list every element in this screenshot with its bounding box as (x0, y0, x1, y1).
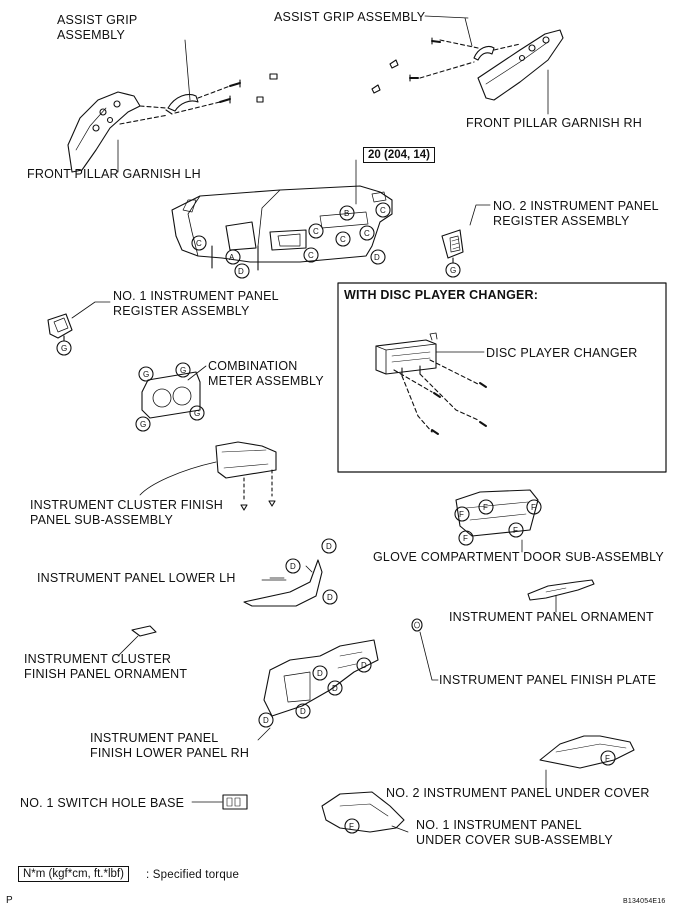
assist-grip-lh-part (119, 39, 278, 125)
clip-f: F (483, 503, 489, 512)
no2-register-part (441, 204, 491, 278)
clip-f: F (513, 526, 519, 535)
clip-g: G (61, 344, 68, 353)
clip-b: B (344, 209, 350, 218)
label-finish-plate: INSTRUMENT PANEL FINISH PLATE (439, 673, 657, 687)
clip-c: C (313, 227, 319, 236)
clip-d: D (332, 684, 338, 693)
label-no1-under-cover: NO. 1 INSTRUMENT PANEL UNDER COVER SUB-A… (416, 818, 613, 847)
clip-d: D (238, 267, 244, 276)
label-no1-register: NO. 1 INSTRUMENT PANEL REGISTER ASSEMBLY (113, 289, 279, 318)
switch-hole-base-part (191, 794, 248, 810)
clip-g: G (143, 370, 150, 379)
label-combination-meter: COMBINATION METER ASSEMBLY (208, 359, 324, 388)
clip-d: D (263, 716, 269, 725)
clip-g: G (180, 366, 187, 375)
disc-box-title: WITH DISC PLAYER CHANGER: (344, 288, 539, 302)
legend-text: : Specified torque (146, 869, 240, 881)
label-panel-ornament: INSTRUMENT PANEL ORNAMENT (449, 610, 654, 624)
torque-callout: 20 (204, 14) (363, 147, 436, 163)
clip-g: G (140, 420, 147, 429)
glove-compartment-part (454, 489, 542, 553)
finish-lower-panel-rh-part (257, 639, 379, 741)
no1-under-cover-part (321, 791, 409, 834)
clip-d: D (361, 661, 367, 670)
finish-plate-part (411, 618, 439, 681)
label-assist-grip-lh: ASSIST GRIP ASSEMBLY (57, 13, 138, 42)
cluster-finish-ornament-part (117, 625, 157, 657)
clip-f: F (349, 822, 355, 831)
label-panel-lower-lh: INSTRUMENT PANEL LOWER LH (37, 571, 236, 585)
disc-player-changer-part (375, 332, 487, 435)
label-disc-player-changer: DISC PLAYER CHANGER (486, 346, 638, 360)
clip-c: C (364, 229, 370, 238)
footer-left-mark: P (6, 895, 13, 906)
label-front-pillar-rh: FRONT PILLAR GARNISH RH (466, 116, 642, 130)
label-glove-compartment: GLOVE COMPARTMENT DOOR SUB-ASSEMBLY (373, 550, 664, 564)
clip-f: F (463, 534, 469, 543)
label-finish-lower-panel-rh: INSTRUMENT PANEL FINISH LOWER PANEL RH (90, 731, 250, 760)
instrument-panel-ornament-part (527, 579, 595, 613)
clip-g: G (450, 266, 457, 275)
clip-f: F (459, 510, 465, 519)
label-front-pillar-lh: FRONT PILLAR GARNISH LH (27, 167, 201, 181)
disc-player-box (337, 282, 667, 473)
cluster-finish-panel-part (139, 441, 277, 511)
instrument-panel-part (171, 159, 393, 271)
clip-g: G (194, 409, 201, 418)
clip-d: D (290, 562, 296, 571)
clip-c: C (308, 251, 314, 260)
clip-f: F (605, 754, 611, 763)
clip-a: A (229, 253, 235, 262)
clip-c: C (196, 239, 202, 248)
clip-c: C (380, 206, 386, 215)
clip-c: C (340, 235, 346, 244)
combination-meter-part (135, 362, 207, 432)
no2-under-cover-part (539, 735, 635, 791)
clip-f: F (531, 503, 537, 512)
figure-id: B134054E16 (623, 898, 666, 905)
clip-d: D (300, 707, 306, 716)
label-assist-grip-rh: ASSIST GRIP ASSEMBLY (274, 10, 426, 24)
front-pillar-garnish-rh-part (371, 15, 564, 115)
clip-d: D (374, 253, 380, 262)
label-cluster-finish-ornament: INSTRUMENT CLUSTER FINISH PANEL ORNAMENT (24, 652, 188, 681)
legend-unit-box: N*m (kgf*cm, ft.*lbf) (18, 866, 129, 882)
clip-d: D (317, 669, 323, 678)
no1-register-part (47, 301, 111, 356)
label-no2-under-cover: NO. 2 INSTRUMENT PANEL UNDER COVER (386, 786, 650, 800)
dash-clip-circles (191, 202, 391, 279)
label-cluster-finish-panel: INSTRUMENT CLUSTER FINISH PANEL SUB-ASSE… (30, 498, 223, 527)
label-no1-switch-hole-base: NO. 1 SWITCH HOLE BASE (20, 796, 185, 810)
clip-d: D (327, 593, 333, 602)
front-pillar-garnish-lh-part (67, 91, 141, 173)
instrument-panel-lower-lh-part (243, 538, 338, 607)
clip-d: D (326, 542, 332, 551)
label-no2-register: NO. 2 INSTRUMENT PANEL REGISTER ASSEMBLY (493, 199, 659, 228)
